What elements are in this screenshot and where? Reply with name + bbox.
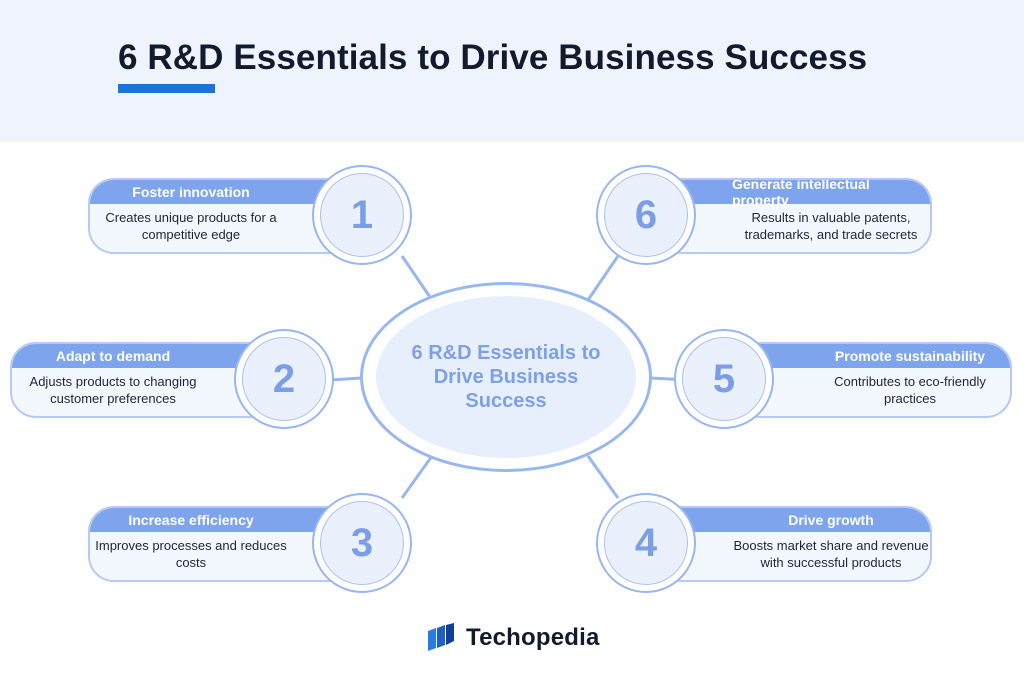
essential-card-6: Generate intellectual property Results i… — [656, 178, 932, 254]
connector-1 — [400, 255, 434, 301]
connector-3 — [400, 455, 434, 499]
essential-desc-2: Adjusts products to changing customer pr… — [29, 374, 197, 406]
techopedia-logo-icon — [428, 623, 454, 651]
connector-2 — [329, 376, 363, 382]
brand-footer: Techopedia — [426, 620, 600, 656]
essential-desc-5: Contributes to eco-friendly practices — [834, 374, 986, 406]
number-badge-3: 3 — [320, 501, 404, 585]
number-badge-2: 2 — [242, 337, 326, 421]
number-badge-1: 1 — [320, 173, 404, 257]
page-title: 6 R&D Essentials to Drive Business Succe… — [118, 38, 868, 77]
number-badge-6: 6 — [604, 173, 688, 257]
number-ring-6: 6 — [596, 165, 696, 265]
center-hub: 6 R&D Essentials to Drive Business Succe… — [360, 282, 652, 472]
essential-title-4: Drive growth — [658, 508, 930, 532]
title-underline — [118, 84, 215, 93]
essential-desc-1: Creates unique products for a competitiv… — [105, 210, 277, 242]
connector-6 — [586, 255, 620, 301]
essential-card-5: Promote sustainability Contributes to ec… — [734, 342, 1012, 418]
connector-4 — [586, 455, 620, 499]
essential-title-6: Generate intellectual property — [658, 180, 930, 208]
essential-desc-4: Boosts market share and revenue with suc… — [733, 538, 929, 570]
number-badge-4: 4 — [604, 501, 688, 585]
essential-card-1: Foster innovation Creates unique product… — [88, 178, 368, 254]
essential-title-5: Promote sustainability — [736, 344, 1010, 368]
number-ring-1: 1 — [312, 165, 412, 265]
essential-card-4: Drive growth Boosts market share and rev… — [656, 506, 932, 582]
header-banner: 6 R&D Essentials to Drive Business Succe… — [0, 0, 1024, 142]
center-hub-text: 6 R&D Essentials to Drive Business Succe… — [411, 342, 601, 412]
brand-name: Techopedia — [466, 624, 600, 651]
essential-desc-6: Results in valuable patents, trademarks,… — [744, 210, 918, 242]
number-ring-2: 2 — [234, 329, 334, 429]
number-ring-4: 4 — [596, 493, 696, 593]
number-badge-5: 5 — [682, 337, 766, 421]
essential-desc-3: Improves processes and reduces costs — [95, 538, 287, 570]
number-ring-3: 3 — [312, 493, 412, 593]
number-ring-5: 5 — [674, 329, 774, 429]
center-hub-inner: 6 R&D Essentials to Drive Business Succe… — [376, 296, 636, 458]
